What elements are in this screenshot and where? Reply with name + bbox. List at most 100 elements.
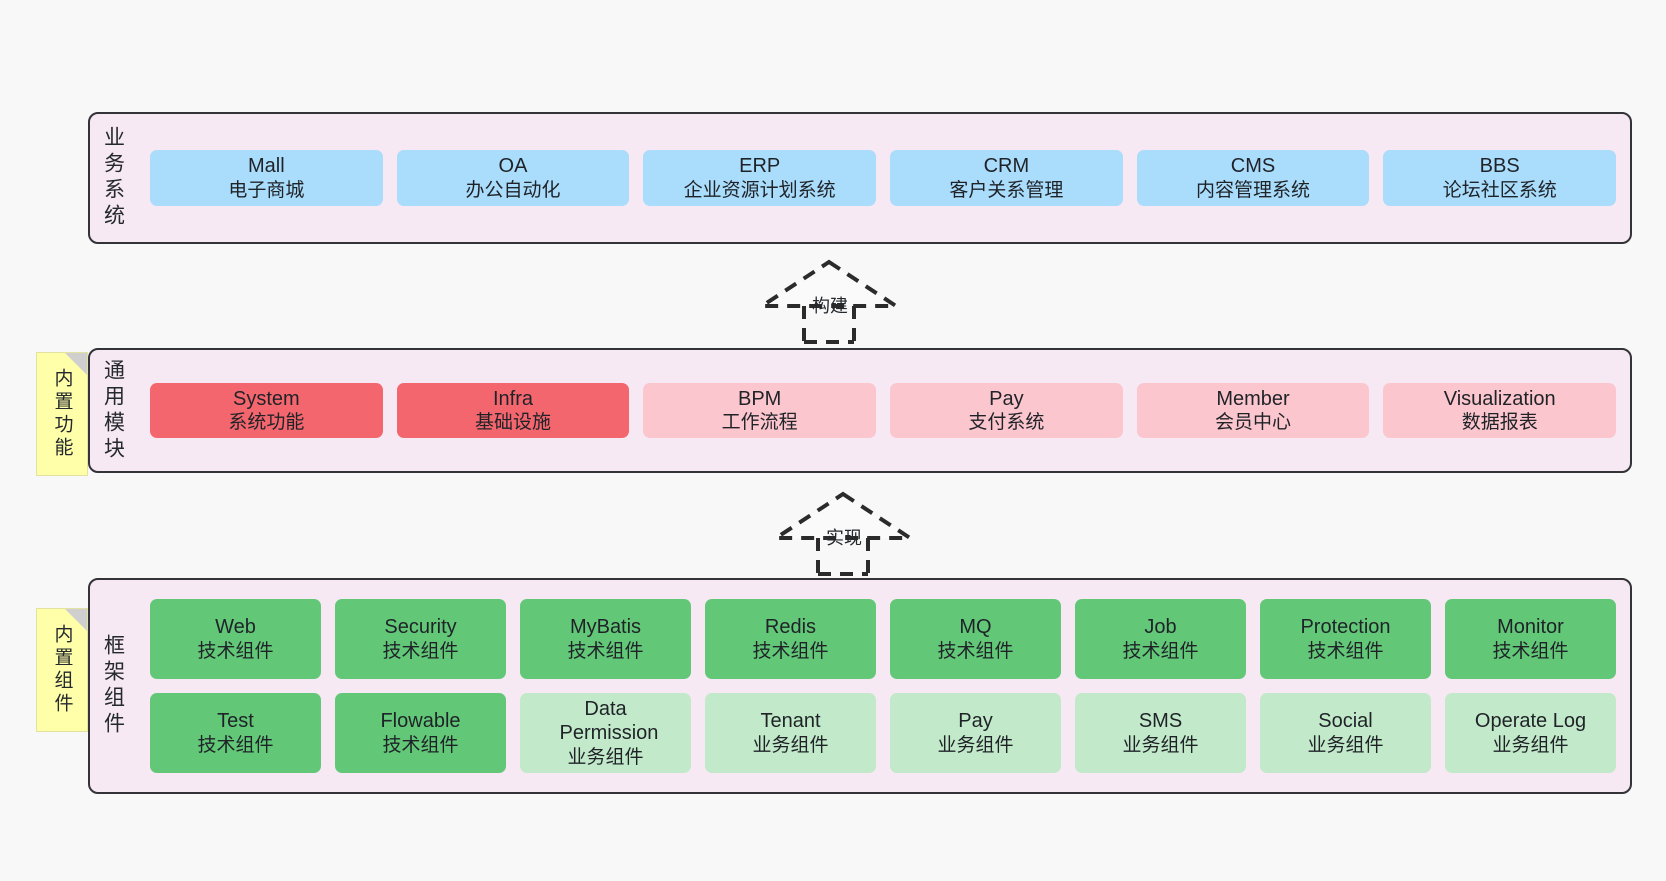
- card-social[interactable]: Social 业务组件: [1260, 693, 1431, 773]
- card-infra[interactable]: Infra 基础设施: [396, 382, 630, 439]
- sticky-fold-corner: [65, 353, 87, 375]
- card-sms[interactable]: SMS 业务组件: [1075, 693, 1246, 773]
- card-title: BBS: [1479, 155, 1520, 178]
- card-operate-log[interactable]: Operate Log 业务组件: [1445, 693, 1616, 773]
- card-title: Web: [215, 616, 256, 639]
- layer-business-systems: 业务系统 Mall 电子商城 OA 办公自动化 ERP 企业资源计划系统 CRM…: [88, 112, 1632, 244]
- card-subtitle: 业务组件: [1492, 734, 1569, 756]
- card-title: Monitor: [1497, 616, 1564, 639]
- card-bpm[interactable]: BPM 工作流程: [643, 382, 877, 439]
- card-subtitle: 业务组件: [1307, 734, 1384, 756]
- card-subtitle: 系统功能: [228, 412, 305, 434]
- card-subtitle: 技术组件: [1307, 640, 1384, 662]
- card-title: Mall: [248, 155, 285, 178]
- layer-framework-components: 框架组件 Web 技术组件 Security 技术组件 MyBatis 技术组件…: [88, 578, 1632, 794]
- layer-label-framework-components: 框架组件: [101, 634, 125, 738]
- card-row: System 系统功能 Infra 基础设施 BPM 工作流程 Pay 支付系统…: [150, 382, 1617, 439]
- card-redis[interactable]: Redis 技术组件: [705, 599, 876, 679]
- card-web[interactable]: Web 技术组件: [150, 599, 321, 679]
- card-title: MyBatis: [569, 616, 642, 639]
- card-cms[interactable]: CMS 内容管理系统: [1136, 150, 1370, 206]
- card-bbs[interactable]: BBS 论坛社区系统: [1383, 150, 1617, 206]
- card-mybatis[interactable]: MyBatis 技术组件: [520, 599, 691, 679]
- layer-common-modules: 通用模块 System 系统功能 Infra 基础设施 BPM 工作流程 Pay…: [88, 348, 1632, 473]
- card-title: ERP: [739, 155, 781, 178]
- card-subtitle: 会员中心: [1215, 412, 1292, 434]
- layer-body-framework-components: Web 技术组件 Security 技术组件 MyBatis 技术组件 Redi…: [136, 580, 1630, 792]
- card-subtitle: 技术组件: [382, 734, 459, 756]
- card-subtitle: 企业资源计划系统: [683, 179, 836, 201]
- card-title: Visualization: [1443, 387, 1556, 410]
- connector-build: 构建: [755, 258, 903, 344]
- card-title: MQ: [959, 616, 992, 639]
- sticky-note-builtin-components: 内置组件: [36, 608, 88, 732]
- card-monitor[interactable]: Monitor 技术组件: [1445, 599, 1616, 679]
- card-subtitle: 内容管理系统: [1196, 179, 1311, 201]
- card-security[interactable]: Security 技术组件: [335, 599, 506, 679]
- card-title: Flowable: [380, 710, 461, 733]
- card-subtitle: 客户关系管理: [949, 179, 1064, 201]
- layer-label-business-systems: 业务系统: [101, 126, 125, 230]
- card-title: Test: [217, 710, 254, 733]
- card-crm[interactable]: CRM 客户关系管理: [890, 150, 1123, 206]
- card-title: SMS: [1138, 710, 1183, 733]
- card-row: Mall 电子商城 OA 办公自动化 ERP 企业资源计划系统 CRM 客户关系…: [150, 150, 1617, 206]
- card-oa[interactable]: OA 办公自动化: [396, 150, 630, 206]
- card-job[interactable]: Job 技术组件: [1075, 599, 1246, 679]
- card-title: Social: [1318, 710, 1373, 733]
- card-subtitle: 技术组件: [197, 734, 274, 756]
- card-subtitle: 技术组件: [197, 640, 274, 662]
- card-subtitle: 基础设施: [475, 412, 552, 434]
- card-title: Job: [1144, 616, 1177, 639]
- generalization-arrowhead: [755, 259, 903, 308]
- card-subtitle: 业务组件: [752, 734, 829, 756]
- card-title: Pay: [989, 387, 1024, 410]
- card-title: Security: [384, 616, 457, 639]
- card-title: System: [232, 387, 300, 410]
- card-title: Protection: [1300, 616, 1391, 639]
- sticky-note-label: 内置功能: [51, 368, 73, 460]
- connector-implement: 实现: [769, 490, 917, 576]
- card-pay[interactable]: Pay 支付系统: [890, 382, 1123, 439]
- sticky-note-label: 内置组件: [51, 624, 73, 716]
- card-subtitle: 电子商城: [228, 179, 305, 201]
- card-row: Web 技术组件 Security 技术组件 MyBatis 技术组件 Redi…: [150, 599, 1616, 679]
- card-subtitle: 技术组件: [567, 640, 644, 662]
- card-title: Infra: [492, 387, 534, 410]
- card-subtitle: 技术组件: [752, 640, 829, 662]
- card-title: Pay: [958, 710, 993, 733]
- card-system[interactable]: System 系统功能: [150, 382, 383, 439]
- layer-body-common-modules: System 系统功能 Infra 基础设施 BPM 工作流程 Pay 支付系统…: [136, 350, 1630, 471]
- card-protection[interactable]: Protection 技术组件: [1260, 599, 1431, 679]
- card-tenant[interactable]: Tenant 业务组件: [705, 693, 876, 773]
- card-test[interactable]: Test 技术组件: [150, 693, 321, 773]
- card-subtitle: 技术组件: [1492, 640, 1569, 662]
- card-erp[interactable]: ERP 企业资源计划系统: [643, 150, 877, 206]
- card-member[interactable]: Member 会员中心: [1136, 382, 1370, 439]
- card-subtitle: 业务组件: [937, 734, 1014, 756]
- card-title: Redis: [764, 616, 817, 639]
- connector-label-implement: 实现: [826, 528, 862, 548]
- card-mall[interactable]: Mall 电子商城: [150, 150, 383, 206]
- card-subtitle: 工作流程: [721, 412, 798, 434]
- card-data-permission[interactable]: Data Permission 业务组件: [520, 693, 691, 773]
- card-title: BPM: [738, 387, 782, 410]
- generalization-arrowhead: [769, 491, 917, 540]
- card-title: CRM: [983, 155, 1030, 178]
- sticky-fold-corner: [65, 609, 87, 631]
- card-pay-business[interactable]: Pay 业务组件: [890, 693, 1061, 773]
- card-title: CMS: [1230, 155, 1276, 178]
- card-flowable[interactable]: Flowable 技术组件: [335, 693, 506, 773]
- card-title: Data Permission: [559, 698, 659, 745]
- card-visualization[interactable]: Visualization 数据报表: [1383, 382, 1617, 439]
- layer-label-common-modules: 通用模块: [101, 358, 125, 463]
- card-subtitle: 数据报表: [1461, 412, 1538, 434]
- card-subtitle: 业务组件: [567, 746, 644, 768]
- card-subtitle: 支付系统: [968, 412, 1045, 434]
- card-title: Tenant: [760, 710, 821, 733]
- card-subtitle: 技术组件: [382, 640, 459, 662]
- card-title: Member: [1216, 387, 1290, 410]
- card-title: Operate Log: [1474, 710, 1587, 733]
- connector-label-build: 构建: [812, 296, 848, 316]
- card-mq[interactable]: MQ 技术组件: [890, 599, 1061, 679]
